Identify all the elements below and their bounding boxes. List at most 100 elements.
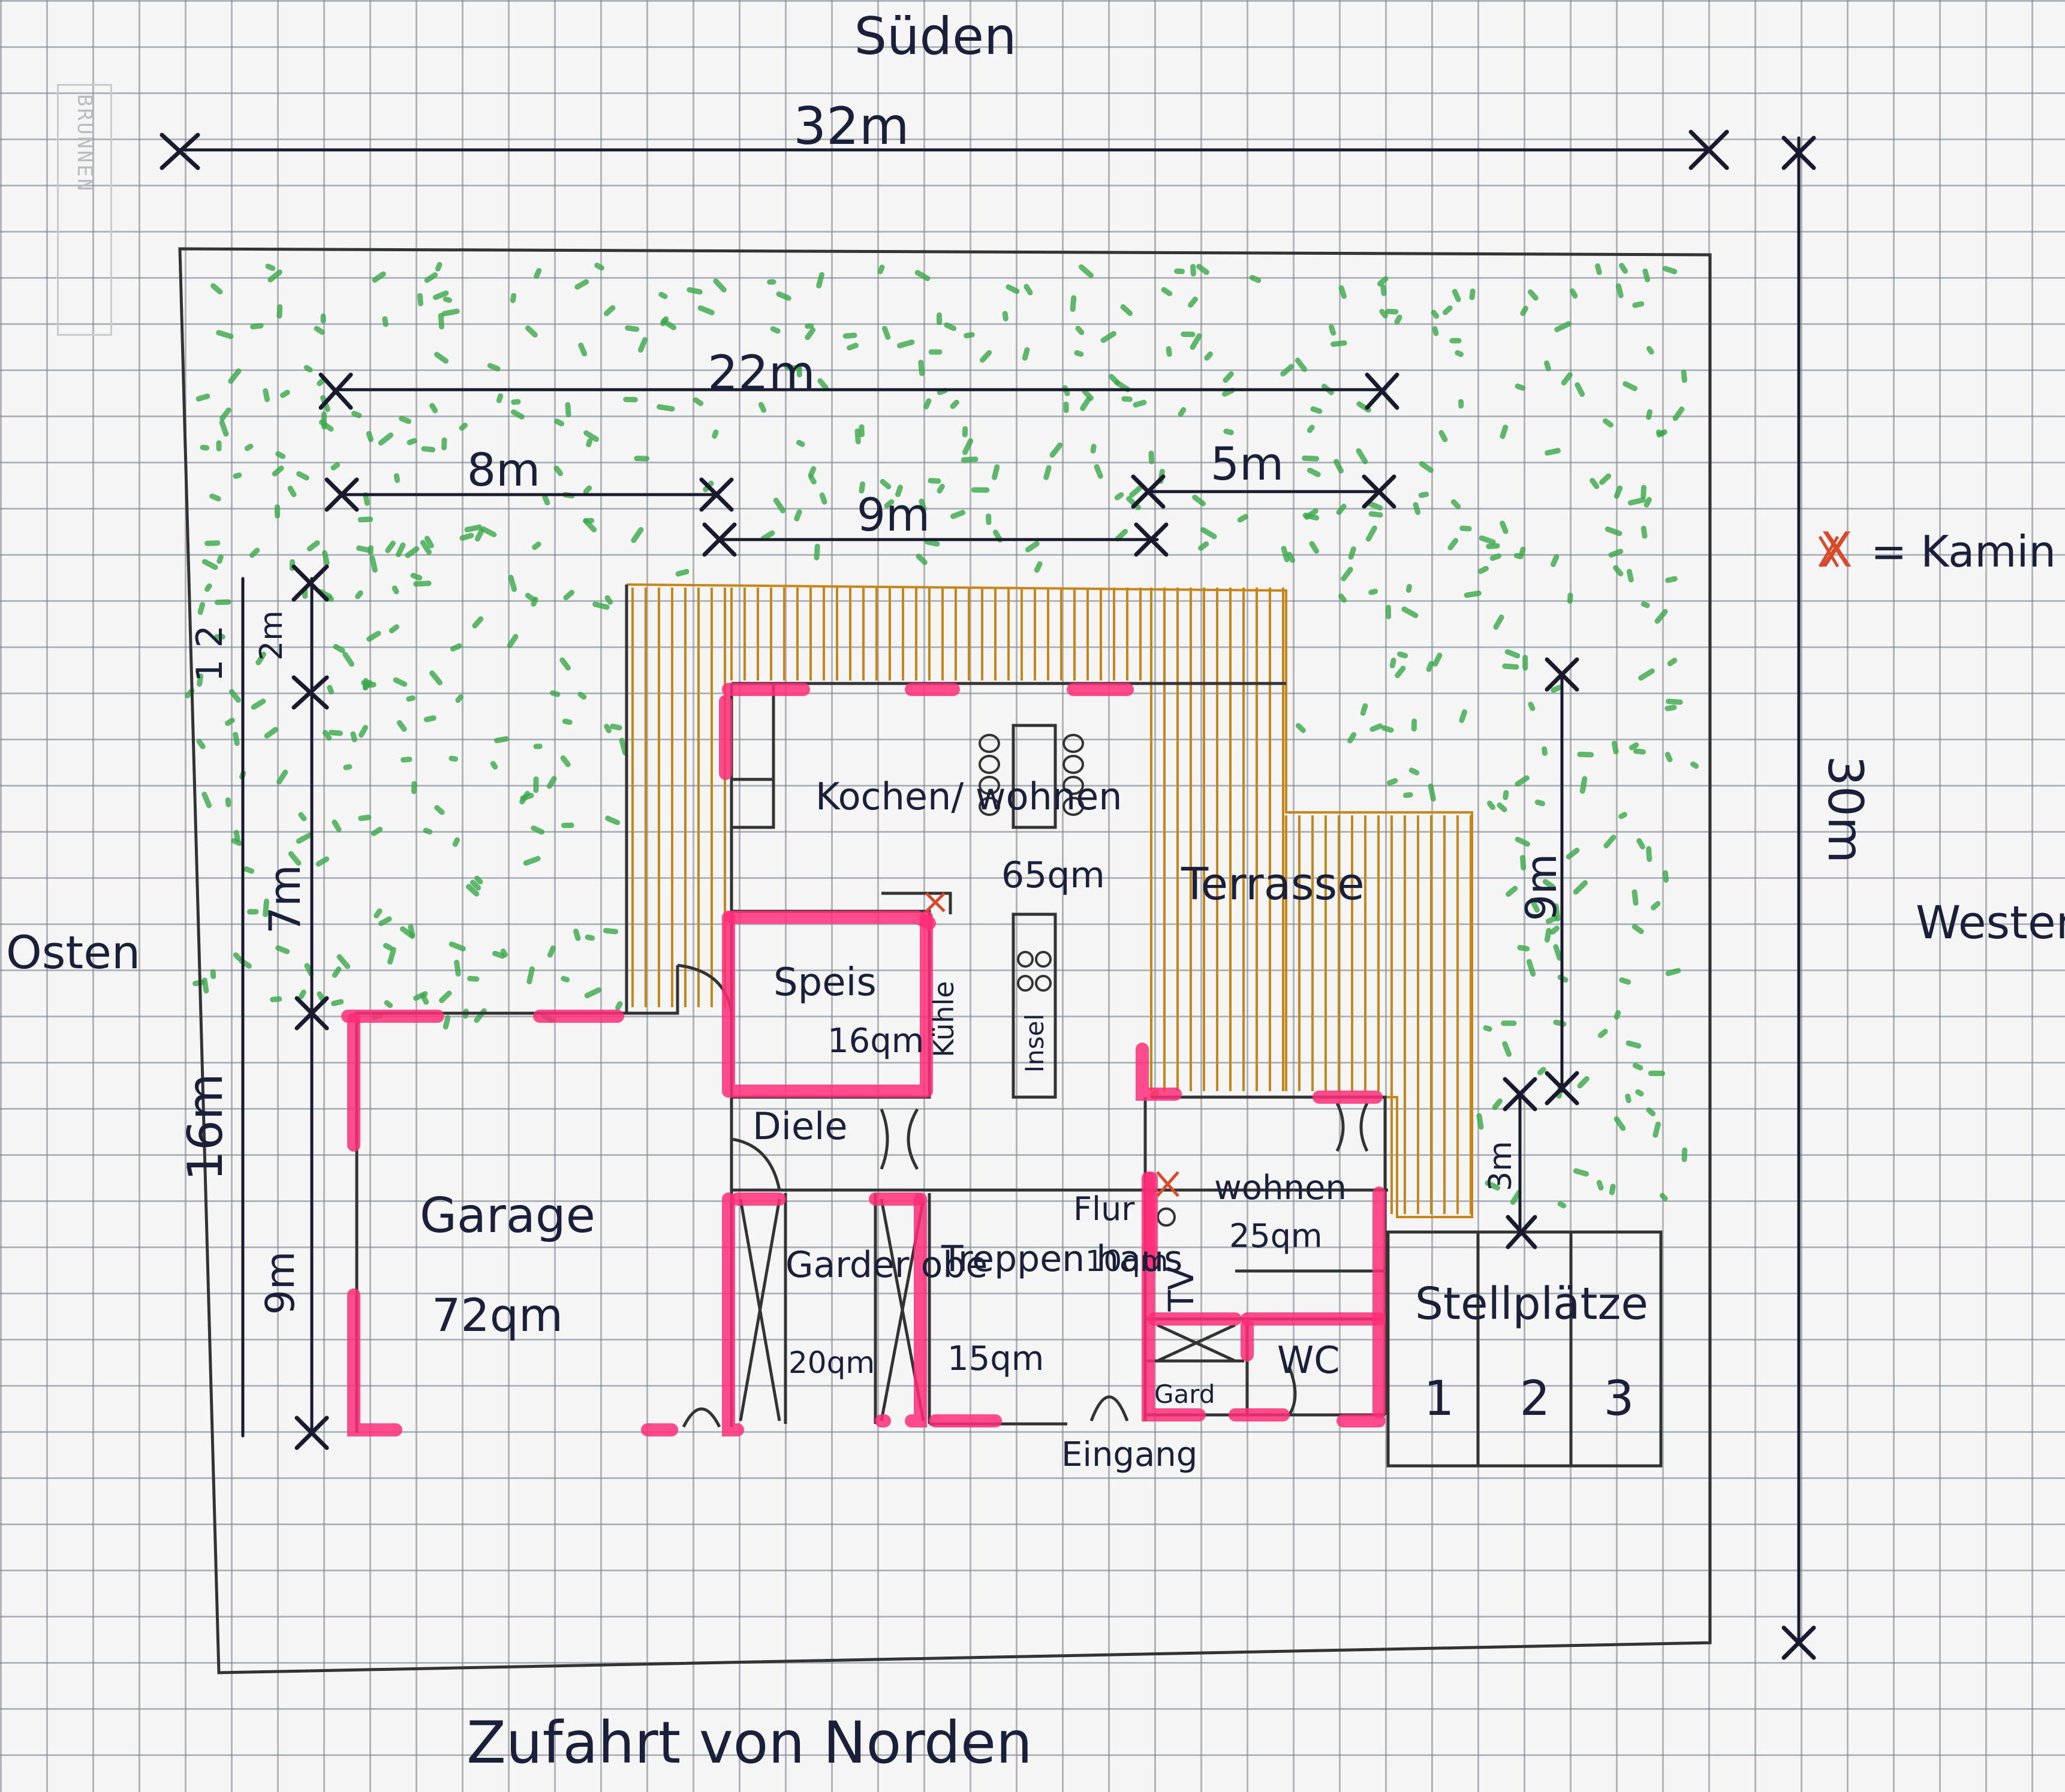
grass-mark bbox=[554, 418, 565, 427]
grass-mark bbox=[1489, 553, 1501, 561]
grass-mark bbox=[526, 966, 535, 984]
grass-mark bbox=[1515, 775, 1530, 787]
grass-mark bbox=[442, 296, 452, 303]
room-terrace: Terrasse bbox=[1181, 859, 1365, 910]
grass-mark bbox=[604, 305, 616, 317]
grass-mark bbox=[847, 342, 859, 351]
grass-mark bbox=[525, 592, 537, 603]
room-kitchen: Kochen/ wohnen bbox=[815, 775, 1122, 818]
room-pantry: Speis bbox=[773, 960, 877, 1005]
grass-mark bbox=[429, 403, 438, 414]
grass-mark bbox=[1395, 665, 1406, 679]
grass-mark bbox=[1464, 590, 1482, 598]
grass-mark bbox=[1397, 651, 1408, 659]
grass-mark bbox=[1381, 725, 1394, 733]
grass-mark bbox=[854, 428, 861, 445]
grass-mark bbox=[842, 332, 857, 339]
grass-mark bbox=[500, 948, 508, 958]
grass-mark bbox=[1380, 284, 1387, 296]
plot-boundary bbox=[178, 247, 1712, 1674]
grass-mark bbox=[773, 497, 786, 514]
grass-mark bbox=[925, 539, 940, 547]
grass-mark bbox=[1502, 1041, 1512, 1057]
grass-mark bbox=[631, 527, 644, 543]
grass-mark bbox=[1632, 301, 1645, 308]
grass-mark bbox=[1365, 525, 1377, 542]
grass-mark bbox=[794, 509, 802, 522]
grass-mark bbox=[1459, 709, 1468, 724]
grass-mark bbox=[713, 278, 727, 293]
grass-mark bbox=[1550, 554, 1560, 567]
label-seg-left: 8m bbox=[467, 443, 540, 496]
grass-mark bbox=[1385, 308, 1399, 315]
grass-mark bbox=[296, 832, 313, 844]
grass-mark bbox=[355, 590, 363, 600]
grass-mark bbox=[1569, 288, 1578, 299]
label-south: Süden bbox=[854, 7, 1016, 67]
room-island: Insel bbox=[1020, 1014, 1049, 1073]
grass-mark bbox=[279, 390, 290, 398]
label-east: Osten bbox=[6, 926, 140, 979]
grass-mark bbox=[1664, 751, 1673, 763]
grass-mark bbox=[298, 812, 307, 821]
grass-mark bbox=[619, 737, 628, 756]
grass-mark bbox=[1545, 448, 1561, 456]
grass-mark bbox=[882, 326, 891, 340]
grass-mark bbox=[1367, 501, 1383, 511]
room-tv: TV bbox=[1161, 1266, 1202, 1312]
grass-mark bbox=[1628, 742, 1639, 751]
grass-mark bbox=[1566, 847, 1580, 860]
grass-mark bbox=[385, 540, 396, 553]
grass-mark bbox=[610, 724, 622, 731]
grass-mark bbox=[1034, 561, 1043, 573]
label-right-lower: 3m bbox=[1483, 1141, 1519, 1191]
grass-mark bbox=[423, 715, 437, 722]
grass-mark bbox=[1479, 535, 1496, 545]
grass-mark bbox=[992, 464, 1000, 480]
grass-mark bbox=[808, 474, 817, 485]
grass-mark bbox=[1672, 406, 1685, 421]
grass-mark bbox=[1631, 924, 1644, 935]
grass-mark bbox=[1347, 732, 1357, 744]
grass-mark bbox=[374, 908, 383, 918]
grass-mark bbox=[1006, 284, 1020, 294]
grass-mark bbox=[250, 323, 264, 330]
grass-mark bbox=[358, 725, 368, 738]
grass-mark bbox=[342, 652, 354, 667]
room-wardrobe: Garder obe bbox=[785, 1244, 988, 1286]
grass-mark bbox=[1493, 615, 1504, 630]
grass-mark bbox=[396, 720, 407, 732]
grass-mark bbox=[1405, 583, 1412, 593]
grass-mark bbox=[383, 942, 393, 951]
grass-mark bbox=[492, 950, 505, 959]
parking-number-2: 2 bbox=[1520, 1371, 1551, 1426]
grass-mark bbox=[1537, 1067, 1546, 1076]
grass-mark bbox=[1196, 264, 1209, 275]
grass-mark bbox=[1333, 459, 1344, 474]
grass-mark bbox=[413, 580, 432, 587]
grass-mark bbox=[605, 815, 621, 826]
label-left-top: 2m bbox=[254, 610, 290, 661]
grass-mark bbox=[434, 805, 445, 815]
grass-mark bbox=[303, 365, 313, 373]
grass-mark bbox=[819, 492, 827, 505]
grass-mark bbox=[1597, 1028, 1608, 1038]
grass-mark bbox=[546, 776, 557, 789]
grass-mark bbox=[1078, 264, 1094, 278]
grass-mark bbox=[657, 404, 675, 412]
grass-mark bbox=[378, 916, 392, 926]
grass-mark bbox=[306, 540, 320, 552]
grass-mark bbox=[315, 856, 330, 867]
parking-number-1: 1 bbox=[1424, 1371, 1455, 1426]
grass-mark bbox=[604, 595, 613, 605]
grass-mark bbox=[424, 272, 438, 283]
highlighted-walls bbox=[341, 683, 1386, 1436]
grass-mark bbox=[1295, 723, 1306, 733]
grass-mark bbox=[467, 975, 480, 982]
grass-mark bbox=[563, 589, 575, 601]
grass-mark bbox=[1394, 314, 1402, 325]
grass-mark bbox=[1613, 565, 1624, 577]
grass-mark bbox=[895, 484, 903, 498]
grass-mark bbox=[950, 399, 959, 409]
grass-mark bbox=[1133, 399, 1147, 408]
